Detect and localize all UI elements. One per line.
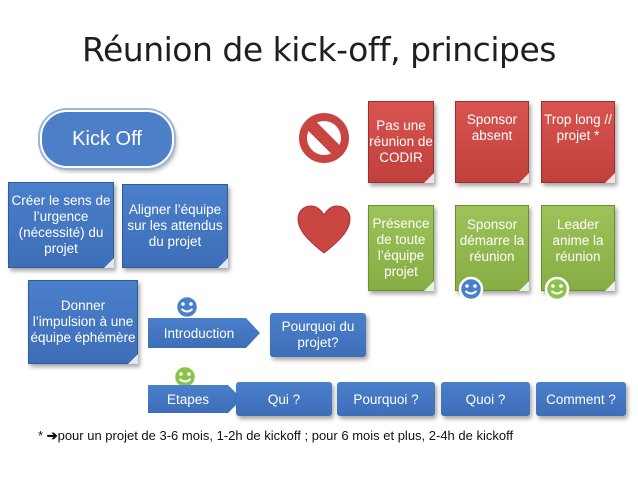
kick-off-pill: Kick Off	[40, 110, 174, 168]
pourquoi-projet-box: Pourquoi du projet?	[270, 313, 366, 357]
note-aligner-equipe: Aligner l’équipe sur les attendus du pro…	[122, 184, 228, 268]
pourquoi-projet-text: Pourquoi du projet?	[281, 319, 355, 350]
note-leader-anime-text: Leader anime la réunion	[552, 217, 604, 264]
note-sponsor-absent-text: Sponsor absent	[466, 112, 518, 143]
note-donner-impulsion: Donner l’impulsion à une équipe éphémère	[28, 280, 138, 364]
step-quoi-box: Quoi ?	[441, 382, 530, 416]
note-trop-long: Trop long // projet *	[541, 101, 615, 183]
note-pas-codir-text: Pas une réunion de CODIR	[369, 118, 433, 165]
etapes-arrow: Etapes	[148, 385, 242, 413]
smiley-icon	[544, 276, 570, 302]
footnote: * ➔pour un projet de 3-6 mois, 1-2h de k…	[38, 428, 513, 444]
arrow-right-icon: ➔	[46, 428, 58, 443]
no-entry-icon	[297, 111, 351, 165]
note-leader-anime: Leader anime la réunion	[541, 205, 615, 291]
step-pourquoi-box: Pourquoi ?	[337, 382, 435, 416]
footnote-text: pour un projet de 3-6 mois, 1-2h de kick…	[57, 428, 514, 443]
smiley-icon	[174, 294, 200, 320]
note-donner-impulsion-text: Donner l’impulsion à une équipe éphémère	[30, 298, 136, 345]
page-title: Réunion de kick-off, principes	[82, 30, 556, 69]
footnote-prefix: *	[38, 428, 44, 443]
note-trop-long-text: Trop long // projet *	[544, 112, 612, 143]
step-comment-box: Comment ?	[536, 382, 626, 416]
heart-icon	[297, 205, 351, 254]
note-presence-equipe: Présence de toute l’équipe projet	[368, 205, 434, 291]
note-aligner-equipe-text: Aligner l’équipe sur les attendus du pro…	[127, 202, 223, 249]
note-pas-codir: Pas une réunion de CODIR	[368, 101, 434, 183]
introduction-arrow: Introduction	[148, 318, 260, 348]
note-sens-urgence-text: Créer le sens de l’urgence (nécessité) d…	[11, 193, 111, 256]
note-sens-urgence: Créer le sens de l’urgence (nécessité) d…	[8, 182, 114, 268]
note-sponsor-absent: Sponsor absent	[455, 101, 529, 183]
note-presence-equipe-text: Présence de toute l’équipe projet	[372, 216, 430, 279]
step-qui-box: Qui ?	[236, 382, 332, 416]
smiley-icon	[458, 276, 484, 302]
note-sponsor-demarre-text: Sponsor démarre la réunion	[459, 217, 525, 264]
note-sponsor-demarre: Sponsor démarre la réunion	[455, 205, 529, 291]
